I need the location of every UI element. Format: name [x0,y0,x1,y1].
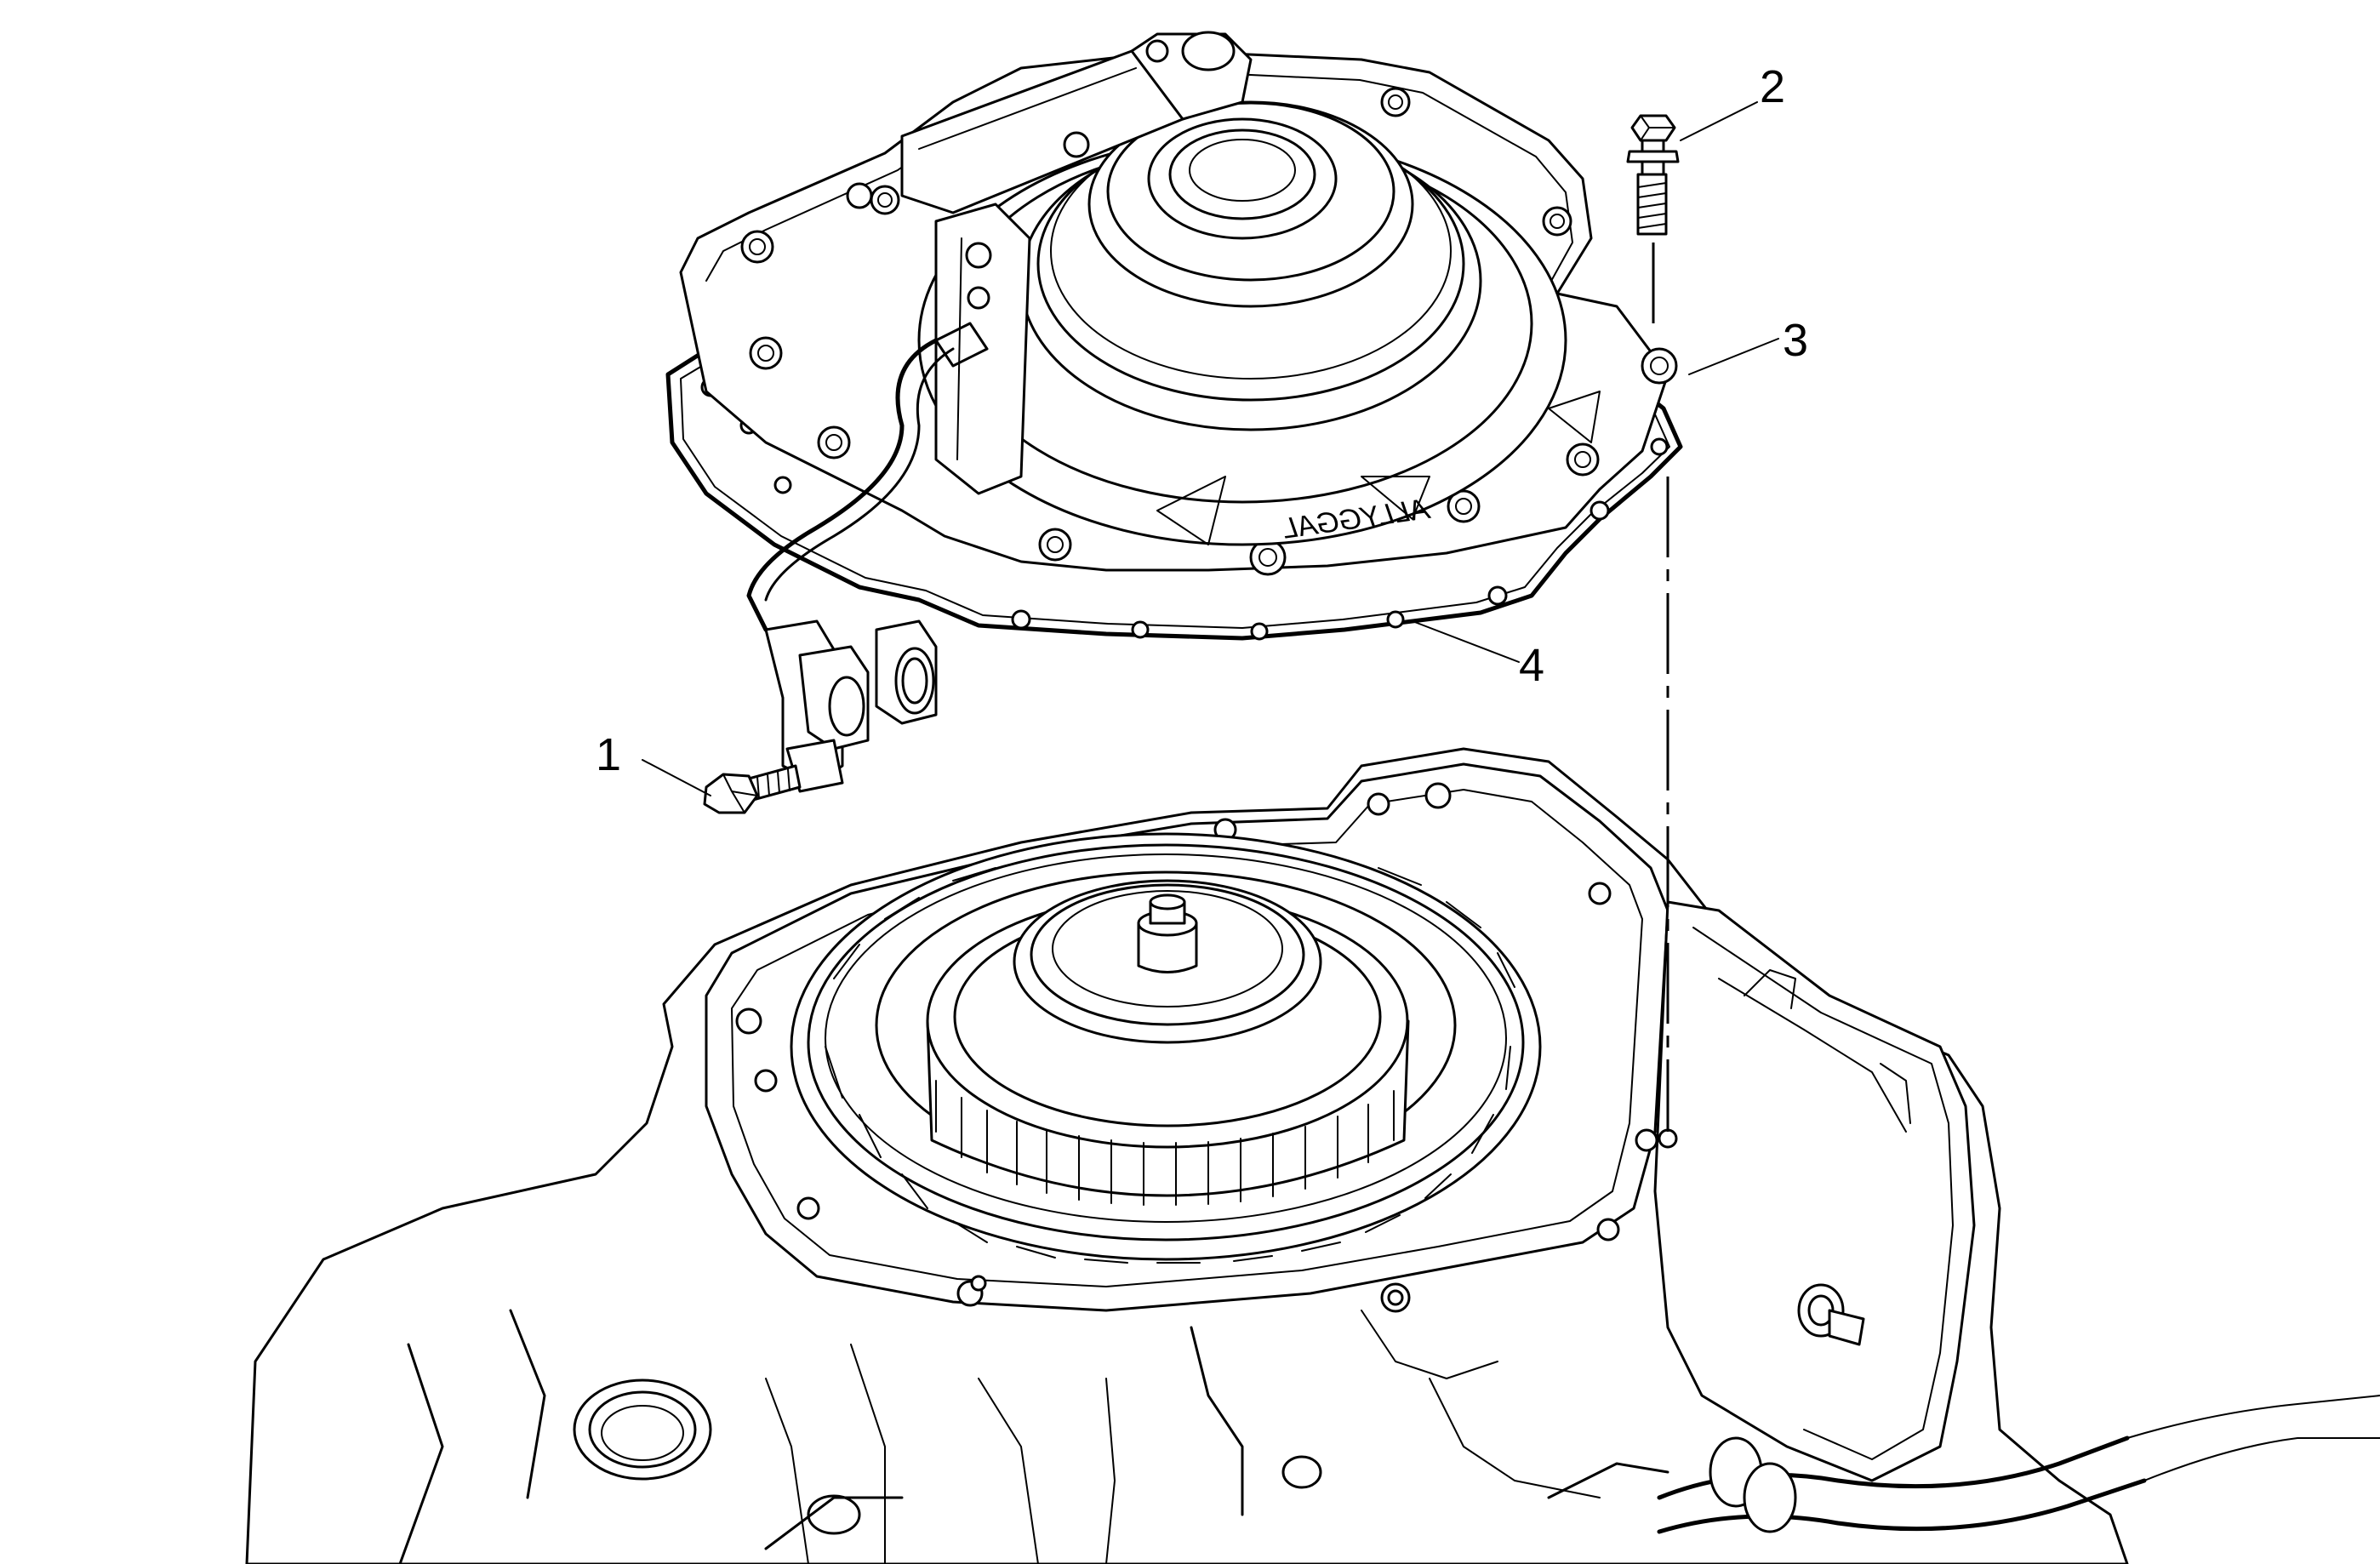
case-fitting [1797,1283,1865,1346]
bolt-alignment-line [1652,243,1669,1132]
bracket-bolt [703,764,802,814]
callout-2: 2 [1760,61,1785,112]
case-lower-details [398,1309,1601,1564]
motor-cover: ALLYGGAL [679,31,1678,793]
rotor-housing [926,879,1410,1206]
callout-labels: 1 2 3 4 [596,61,1808,780]
transmission-case [245,747,2380,1564]
leader-1 [642,759,711,796]
callout-3: 3 [1783,315,1808,366]
callout-leaders [642,101,1779,796]
cover-conduit [846,31,1253,495]
callout-4: 4 [1519,640,1544,691]
leader-2 [1680,101,1758,141]
leader-3 [1688,338,1779,375]
wiring-harness [746,322,989,632]
cover-dome [917,100,1567,546]
callout-1: 1 [596,729,621,780]
harness-connectors [764,619,938,793]
cover-bolt [1626,114,1680,236]
cover-bolt-ears [740,87,1678,576]
case-hoses [1547,1395,2380,1534]
leader-4 [1412,620,1520,663]
